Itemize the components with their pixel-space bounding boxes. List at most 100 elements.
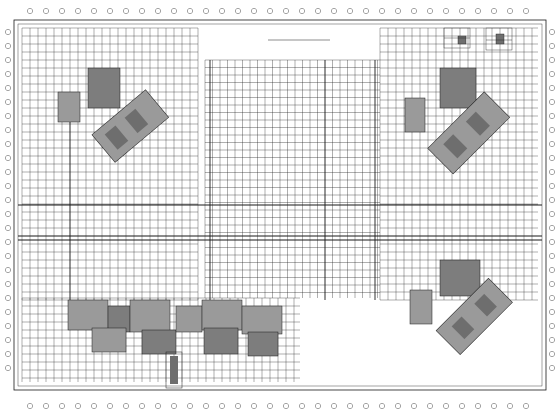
axis-bubble bbox=[75, 403, 81, 409]
axis-bubble bbox=[283, 403, 289, 409]
axis-bubble bbox=[507, 8, 513, 14]
axis-bubble bbox=[5, 253, 11, 259]
axis-bubble bbox=[59, 403, 65, 409]
axis-bubble bbox=[523, 8, 529, 14]
axis-bubble bbox=[5, 197, 11, 203]
axis-bubble bbox=[5, 351, 11, 357]
axis-bubble bbox=[251, 403, 257, 409]
axis-bubble bbox=[549, 225, 555, 231]
axis-bubble bbox=[549, 211, 555, 217]
axis-bubble bbox=[549, 351, 555, 357]
axis-bubble bbox=[331, 403, 337, 409]
axis-bubble bbox=[379, 403, 385, 409]
axis-bubble bbox=[5, 183, 11, 189]
axis-bubble bbox=[5, 239, 11, 245]
axis-bubble bbox=[395, 8, 401, 14]
parking-grid-center bbox=[204, 59, 380, 298]
axis-bubble bbox=[395, 403, 401, 409]
main-aisles bbox=[18, 60, 542, 300]
axis-bubble bbox=[27, 8, 33, 14]
axis-bubble bbox=[267, 403, 273, 409]
axis-bubble bbox=[5, 281, 11, 287]
axis-bubble bbox=[549, 141, 555, 147]
axis-bubble bbox=[59, 8, 65, 14]
axis-bubble bbox=[549, 71, 555, 77]
axis-bubble bbox=[5, 295, 11, 301]
axis-bubble bbox=[235, 8, 241, 14]
axis-bubble bbox=[427, 8, 433, 14]
axis-bubble bbox=[549, 113, 555, 119]
axis-bubble bbox=[549, 127, 555, 133]
axis-bubble bbox=[5, 29, 11, 35]
axis-bubble bbox=[155, 403, 161, 409]
axis-bubble bbox=[5, 337, 11, 343]
detail-inset-1 bbox=[443, 27, 471, 49]
axis-bubble bbox=[299, 8, 305, 14]
axis-bubble bbox=[549, 239, 555, 245]
axis-bubble bbox=[203, 8, 209, 14]
axis-bubble bbox=[5, 141, 11, 147]
axis-bubble bbox=[107, 8, 113, 14]
building-bottom-row bbox=[67, 299, 283, 389]
axis-bubble bbox=[443, 8, 449, 14]
axis-bubble bbox=[443, 403, 449, 409]
axis-bubble bbox=[5, 57, 11, 63]
axis-markers-right bbox=[549, 29, 555, 371]
axis-bubble bbox=[43, 403, 49, 409]
axis-bubble bbox=[549, 43, 555, 49]
axis-bubble bbox=[475, 8, 481, 14]
axis-bubble bbox=[171, 8, 177, 14]
axis-bubble bbox=[475, 403, 481, 409]
axis-bubble bbox=[267, 8, 273, 14]
axis-bubble bbox=[5, 323, 11, 329]
drawing-frame bbox=[13, 19, 547, 391]
axis-bubble bbox=[411, 403, 417, 409]
axis-bubble bbox=[235, 403, 241, 409]
axis-bubble bbox=[155, 8, 161, 14]
axis-bubble bbox=[5, 85, 11, 91]
axis-bubble bbox=[299, 403, 305, 409]
axis-bubble bbox=[549, 309, 555, 315]
axis-bubble bbox=[363, 403, 369, 409]
axis-bubble bbox=[5, 169, 11, 175]
axis-markers-bottom bbox=[27, 403, 529, 409]
axis-bubble bbox=[491, 8, 497, 14]
building-top-right bbox=[404, 67, 511, 175]
axis-bubble bbox=[523, 403, 529, 409]
axis-bubble bbox=[549, 183, 555, 189]
axis-bubble bbox=[549, 99, 555, 105]
axis-bubble bbox=[549, 29, 555, 35]
axis-bubble bbox=[139, 403, 145, 409]
axis-bubble bbox=[171, 403, 177, 409]
axis-bubble bbox=[549, 295, 555, 301]
detail-inset-2 bbox=[485, 27, 513, 51]
axis-bubble bbox=[549, 253, 555, 259]
axis-bubble bbox=[427, 403, 433, 409]
axis-bubble bbox=[5, 113, 11, 119]
axis-bubble bbox=[347, 8, 353, 14]
axis-bubble bbox=[139, 8, 145, 14]
axis-bubble bbox=[75, 8, 81, 14]
axis-bubble bbox=[123, 8, 129, 14]
axis-bubble bbox=[549, 267, 555, 273]
axis-bubble bbox=[91, 8, 97, 14]
axis-bubble bbox=[549, 85, 555, 91]
axis-bubble bbox=[5, 71, 11, 77]
axis-bubble bbox=[283, 8, 289, 14]
axis-bubble bbox=[187, 403, 193, 409]
building-bottom-right bbox=[409, 259, 513, 356]
axis-bubble bbox=[459, 403, 465, 409]
axis-bubble bbox=[219, 8, 225, 14]
axis-bubble bbox=[203, 403, 209, 409]
axis-bubble bbox=[315, 403, 321, 409]
axis-bubble bbox=[549, 155, 555, 161]
axis-bubble bbox=[347, 403, 353, 409]
axis-markers-left bbox=[5, 29, 11, 371]
axis-bubble bbox=[5, 225, 11, 231]
axis-bubble bbox=[5, 365, 11, 371]
axis-bubble bbox=[251, 8, 257, 14]
axis-bubble bbox=[107, 403, 113, 409]
axis-bubble bbox=[549, 323, 555, 329]
axis-bubble bbox=[5, 309, 11, 315]
